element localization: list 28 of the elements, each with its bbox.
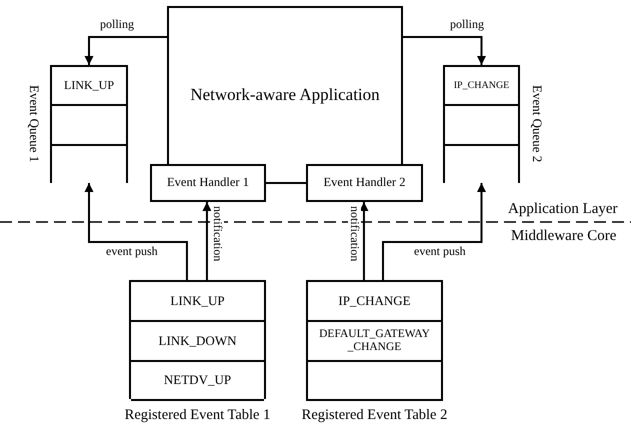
arrow (382, 183, 486, 280)
arrow (84, 183, 188, 280)
queue-slot: IP_CHANGE (445, 67, 518, 106)
edge-label: event push (414, 245, 466, 258)
table-caption: Registered Event Table 2 (300, 407, 448, 424)
application-title: Network-aware Application (189, 86, 381, 105)
table-row: NETDV_UP (131, 362, 264, 401)
queue-slot: LINK_UP (52, 67, 126, 106)
edge-label: notification (211, 206, 224, 262)
table-caption: Registered Event Table 1 (124, 407, 272, 424)
table-row: LINK_UP (131, 282, 264, 322)
edge-label: notification (348, 206, 362, 262)
edge-label: polling (450, 18, 484, 32)
arrow (359, 202, 368, 280)
arrow (403, 36, 486, 65)
arrow (84, 36, 167, 65)
layer-label: Middleware Core (511, 228, 616, 245)
layer-label: Application Layer (508, 201, 618, 218)
table-row: IP_CHANGE (308, 282, 441, 322)
table-row: LINK_DOWN (131, 322, 264, 362)
queue-label: Event Queue 1 (26, 85, 42, 162)
edge-label: polling (100, 18, 134, 32)
arrow (202, 202, 212, 280)
edge-label: event push (106, 245, 158, 258)
event-handler-box: Event Handler 1 (150, 164, 266, 202)
table-row: DEFAULT_GATEWAY _CHANGE (308, 322, 441, 362)
event-handler-box: Event Handler 2 (306, 164, 423, 202)
queue-label: Event Queue 2 (529, 85, 545, 162)
